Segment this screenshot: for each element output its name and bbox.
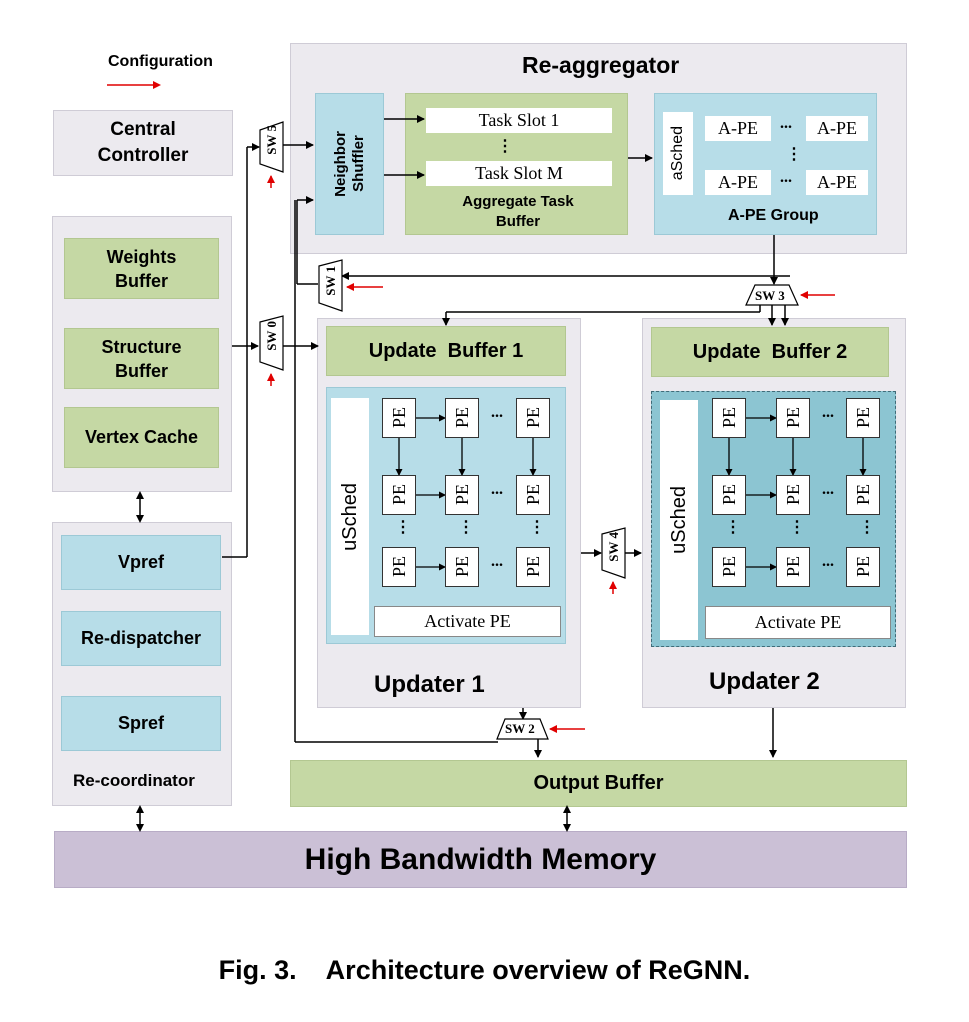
figure-caption: Fig. 3. Architecture overview of ReGNN. (218, 955, 751, 985)
updater2-pe-r1-c2: PE (776, 398, 810, 438)
updater2-pe-r3-c3: PE (846, 547, 880, 587)
updater2-pe-r1-c3: PE (846, 398, 880, 438)
weights-buffer-line2: Buffer (115, 270, 168, 291)
updater2-col-vdots: ⋮ (725, 519, 741, 536)
vertex-cache: Vertex Cache (64, 407, 219, 468)
updater2-row-ellipsis: ... (822, 481, 834, 498)
updater1-row-ellipsis: ... (491, 553, 503, 570)
updater1-pe-r1-c2: PE (445, 398, 479, 438)
central-controller-line1: Central (110, 119, 176, 140)
updater2-pe-r2-c3: PE (846, 475, 880, 515)
updater1-col-vdots: ⋮ (458, 519, 474, 536)
ape-4: A-PE (806, 170, 868, 195)
updater2-pe-r2-c1: PE (712, 475, 746, 515)
updater1-pe-r1-c1: PE (382, 398, 416, 438)
update-buffer-2: Update Buffer 2 (651, 327, 889, 377)
central-controller-line2: Controller (97, 145, 189, 166)
sw1-label: SW 1 (323, 266, 338, 296)
asched-box: aSched (663, 112, 693, 195)
ape-vdots: ⋮ (786, 146, 802, 163)
spref: Spref (61, 696, 221, 751)
updater2-title: Updater 2 (709, 668, 820, 695)
updater1-usched: uSched (331, 398, 369, 635)
neighbor-shuffler: Neighbor Shuffler (315, 93, 384, 235)
structure-buffer-line1: Structure (101, 336, 182, 357)
updater2-col-vdots: ⋮ (789, 519, 805, 536)
updater2-col-vdots: ⋮ (859, 519, 875, 536)
updater2-pe-r3-c2: PE (776, 547, 810, 587)
updater2-usched-label: uSched (667, 486, 690, 554)
aggregate-buffer-line1: Aggregate Task (462, 193, 574, 210)
sw3-label: SW 3 (755, 288, 785, 303)
updater1-pe-r2-c2: PE (445, 475, 479, 515)
updater2-activate-pe: Activate PE (705, 606, 891, 639)
ape-row1-ellipsis: ... (780, 115, 792, 132)
updater1-pe-r2-c1: PE (382, 475, 416, 515)
updater1-row-ellipsis: ... (491, 481, 503, 498)
updater1-usched-label: uSched (338, 482, 361, 551)
sw5-label: SW 5 (264, 125, 279, 155)
task-slot-vdots: ⋮ (497, 138, 513, 155)
update-buffer-1: Update Buffer 1 (326, 326, 566, 376)
weights-buffer-line1: Weights (106, 246, 177, 267)
reaggregator-title: Re-aggregator (522, 52, 680, 78)
updater1-pe-r3-c3: PE (516, 547, 550, 587)
structure-buffer: Structure Buffer (64, 328, 219, 389)
task-slot-m: Task Slot M (426, 161, 612, 186)
ape-group-label: A-PE Group (728, 207, 819, 224)
updater2-pe-r2-c2: PE (776, 475, 810, 515)
legend-configuration-label: Configuration (108, 53, 213, 70)
updater2-row-ellipsis: ... (822, 553, 834, 570)
updater1-pe-r3-c2: PE (445, 547, 479, 587)
output-buffer: Output Buffer (290, 760, 907, 807)
updater2-usched: uSched (660, 400, 698, 640)
weights-buffer: Weights Buffer (64, 238, 219, 299)
updater1-pe-r3-c1: PE (382, 547, 416, 587)
updater2-row-ellipsis: ... (822, 404, 834, 421)
sw0-label: SW 0 (264, 321, 279, 351)
asched-label: aSched (669, 126, 686, 181)
legend-red-arrow (107, 81, 161, 89)
vpref: Vpref (61, 535, 221, 590)
task-slot-1: Task Slot 1 (426, 108, 612, 133)
aggregate-buffer-label: Aggregate Task Buffer (430, 192, 606, 232)
sw4-label: SW 4 (606, 532, 621, 562)
redispatcher: Re-dispatcher (61, 611, 221, 666)
neighbor-shuffler-line2: Shuffler (349, 135, 367, 193)
updater1-pe-r2-c3: PE (516, 475, 550, 515)
ape-2: A-PE (806, 116, 868, 141)
ape-3: A-PE (705, 170, 771, 195)
updater1-col-vdots: ⋮ (395, 519, 411, 536)
updater1-pe-r1-c3: PE (516, 398, 550, 438)
updater2-pe-r3-c1: PE (712, 547, 746, 587)
sw2-label: SW 2 (505, 721, 535, 736)
high-bandwidth-memory: High Bandwidth Memory (54, 831, 907, 888)
central-controller: Central Controller (53, 110, 233, 176)
updater1-activate-pe: Activate PE (374, 606, 561, 637)
neighbor-shuffler-line1: Neighbor (331, 131, 349, 197)
ape-row2-ellipsis: ... (780, 169, 792, 186)
updater1-title: Updater 1 (374, 671, 485, 698)
structure-buffer-line2: Buffer (115, 360, 168, 381)
aggregate-buffer-line2: Buffer (495, 213, 541, 230)
recoordinator-title: Re-coordinator (73, 771, 195, 790)
updater2-pe-r1-c1: PE (712, 398, 746, 438)
updater1-row-ellipsis: ... (491, 404, 503, 421)
ape-1: A-PE (705, 116, 771, 141)
updater1-col-vdots: ⋮ (529, 519, 545, 536)
